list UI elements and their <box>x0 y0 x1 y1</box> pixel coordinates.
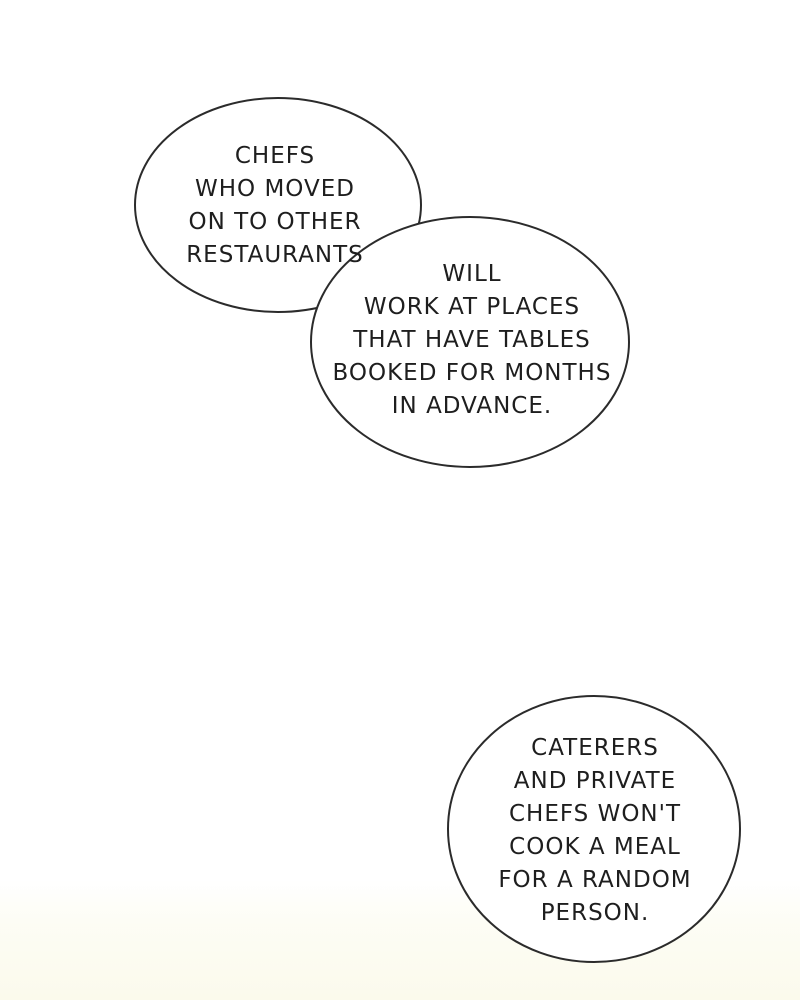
speech-line: CATERERS <box>531 735 659 761</box>
speech-line: BOOKED FOR MONTHS <box>332 360 612 386</box>
speech-line: RESTAURANTS <box>186 242 364 268</box>
speech-line: AND PRIVATE <box>513 768 677 794</box>
speech-bubble-3-shape <box>447 695 741 963</box>
speech-line: FOR A RANDOM <box>498 867 692 893</box>
speech-line: ON TO OTHER <box>188 209 362 235</box>
speech-bubble-2-shape <box>310 216 630 468</box>
speech-bubble-1-text: CHEFS WHO MOVED ON TO OTHER RESTAURANTS <box>160 140 390 272</box>
speech-line: WORK AT PLACES <box>363 294 581 320</box>
speech-line: WHO MOVED <box>195 176 355 202</box>
speech-bubble-2-text: WILL WORK AT PLACES THAT HAVE TABLES BOO… <box>332 258 612 423</box>
speech-line: WILL <box>442 261 502 287</box>
speech-bubble-1-shape <box>134 97 422 313</box>
speech-line: THAT HAVE TABLES <box>353 327 591 353</box>
speech-line: PERSON. <box>540 900 650 926</box>
speech-line: CHEFS <box>234 143 316 169</box>
speech-line: CHEFS WON'T <box>508 801 682 827</box>
speech-line: COOK A MEAL <box>509 834 681 860</box>
speech-line: IN ADVANCE. <box>391 393 553 419</box>
speech-bubble-3-text: CATERERS AND PRIVATE CHEFS WON'T COOK A … <box>470 732 720 930</box>
